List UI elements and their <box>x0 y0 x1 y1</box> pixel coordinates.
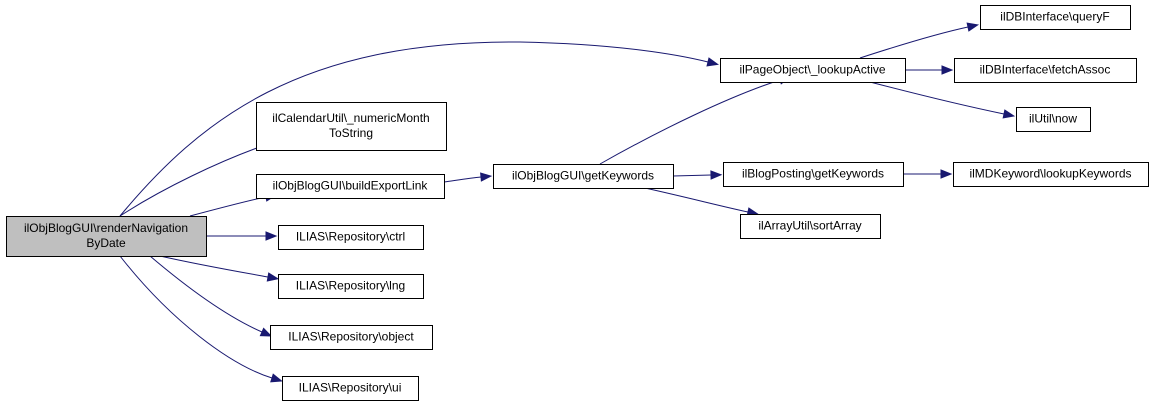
node-box <box>278 274 424 299</box>
edge-getKeywords-to-lookupActive <box>599 75 791 165</box>
edge-root-to-lng <box>159 255 280 282</box>
node-label: ilBlogPosting\getKeywords <box>742 167 884 181</box>
arrowhead-icon <box>480 172 493 182</box>
edge-line <box>119 141 275 217</box>
node-sortArray[interactable]: ilArrayUtil\sortArray <box>740 214 881 239</box>
edge-root-to-object <box>149 255 273 337</box>
edge-line <box>644 187 749 213</box>
arrowhead-icon <box>940 169 953 179</box>
node-label: ILIAS\Repository\ui <box>299 381 402 395</box>
node-box <box>723 162 904 187</box>
edge-getKeywords-to-postingGetKeywords <box>672 170 723 180</box>
node-label: ILIAS\Repository\lng <box>296 279 405 293</box>
arrowhead-icon <box>706 57 720 67</box>
node-box <box>980 5 1131 30</box>
arrowhead-icon <box>259 327 273 337</box>
edge-lookupActive-to-now <box>869 81 1016 119</box>
arrowhead-icon <box>1002 109 1016 119</box>
edge-line <box>443 176 482 183</box>
arrowhead-icon <box>966 22 980 32</box>
node-box <box>6 216 207 257</box>
node-box <box>953 162 1149 187</box>
node-box <box>256 174 445 199</box>
node-label: ilMDKeyword\lookupKeywords <box>969 167 1131 181</box>
node-object[interactable]: ILIAS\Repository\object <box>270 325 433 350</box>
node-box <box>278 225 424 250</box>
node-label: ilObjBlogGUI\buildExportLink <box>273 179 429 193</box>
edge-root-to-lookupActive <box>119 41 720 217</box>
node-postingGetKeywords[interactable]: ilBlogPosting\getKeywords <box>723 162 904 187</box>
node-label: ILIAS\Repository\object <box>288 330 414 344</box>
node-box <box>282 376 419 401</box>
edge-lookupActive-to-queryF <box>859 22 980 59</box>
edge-line <box>672 174 712 177</box>
edge-line <box>119 41 709 217</box>
node-label: ToString <box>329 126 373 140</box>
node-label: ilDBInterface\queryF <box>1000 10 1109 24</box>
node-box <box>256 102 447 151</box>
arrowhead-icon <box>270 373 283 383</box>
node-now[interactable]: ilUtil\now <box>1016 107 1091 132</box>
node-box <box>270 325 433 350</box>
node-lng[interactable]: ILIAS\Repository\lng <box>278 274 424 299</box>
node-getKeywords[interactable]: ilObjBlogGUI\getKeywords <box>493 164 674 189</box>
edge-line <box>119 255 273 379</box>
edge-lookupActive-to-fetchAssoc <box>905 65 954 75</box>
node-label: ilObjBlogGUI\renderNavigation <box>24 221 188 235</box>
node-label: ByDate <box>86 236 126 250</box>
edge-line <box>189 196 267 217</box>
node-box <box>720 58 906 83</box>
node-box <box>954 58 1137 83</box>
node-label: ilPageObject\_lookupActive <box>739 63 885 77</box>
arrowhead-icon <box>266 272 280 282</box>
edge-line <box>149 255 263 333</box>
edge-line <box>599 79 781 165</box>
edge-postingGetKeywords-to-lookupKeywords <box>903 169 953 179</box>
node-label: ilArrayUtil\sortArray <box>758 219 861 233</box>
node-lookupKeywords[interactable]: ilMDKeyword\lookupKeywords <box>953 162 1149 187</box>
node-buildExportLink[interactable]: ilObjBlogGUI\buildExportLink <box>256 174 445 199</box>
edge-line <box>869 81 1005 115</box>
edge-getKeywords-to-sortArray <box>644 187 760 217</box>
node-fetchAssoc[interactable]: ilDBInterface\fetchAssoc <box>954 58 1137 83</box>
edge-root-to-ui <box>119 255 283 383</box>
node-box <box>740 214 881 239</box>
node-ctrl[interactable]: ILIAS\Repository\ctrl <box>278 225 424 250</box>
arrowhead-icon <box>710 170 723 180</box>
node-label: ilDBInterface\fetchAssoc <box>980 63 1111 77</box>
node-box <box>1016 107 1091 132</box>
edge-line <box>859 26 969 59</box>
node-lookupActive[interactable]: ilPageObject\_lookupActive <box>720 58 906 83</box>
edge-buildExportLink-to-getKeywords <box>443 172 493 183</box>
node-label: ilCalendarUtil\_numericMonth <box>272 111 429 125</box>
node-ui[interactable]: ILIAS\Repository\ui <box>282 376 419 401</box>
node-label: ilUtil\now <box>1029 112 1077 126</box>
arrowhead-icon <box>265 231 278 241</box>
node-label: ILIAS\Repository\ctrl <box>296 230 405 244</box>
edge-root-to-ctrl <box>206 231 278 241</box>
node-label: ilObjBlogGUI\getKeywords <box>512 169 654 183</box>
arrowhead-icon <box>941 65 954 75</box>
node-queryF[interactable]: ilDBInterface\queryF <box>980 5 1131 30</box>
edge-line <box>159 255 269 278</box>
node-box <box>493 164 674 189</box>
